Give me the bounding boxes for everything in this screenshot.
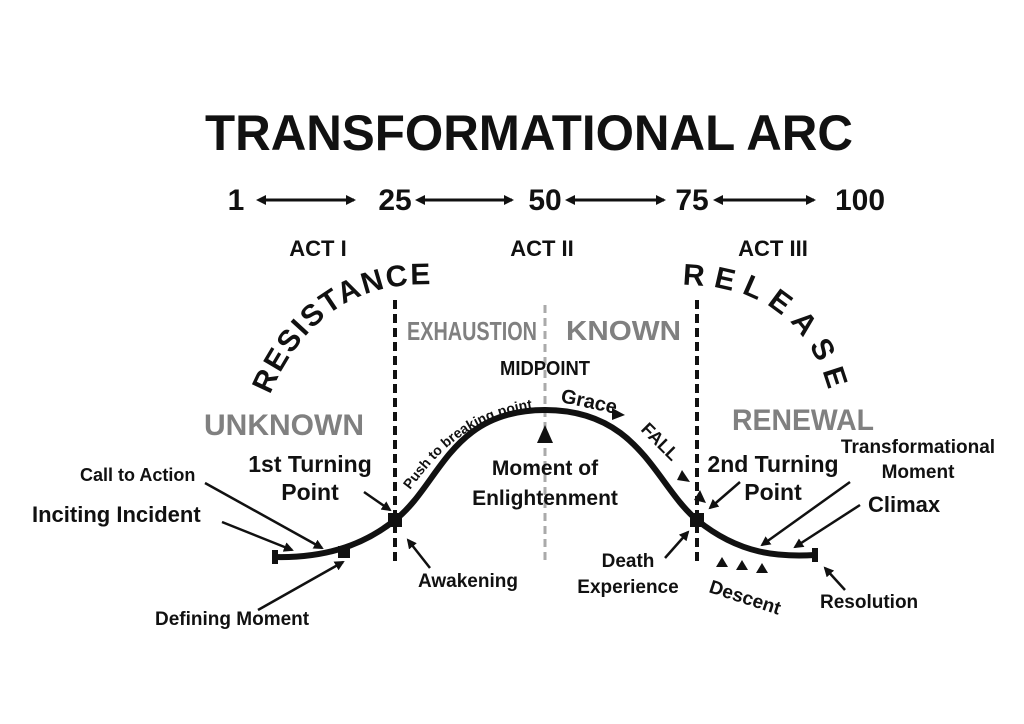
scale-75: 75 [675, 184, 708, 217]
transformational-line1: Transformational [841, 437, 995, 458]
call-to-action-label: Call to Action [80, 465, 195, 485]
scale-100: 100 [835, 184, 885, 217]
tp2-line1: 2nd Turning [707, 451, 838, 477]
act-2: ACT II [510, 236, 574, 261]
act-3: ACT III [738, 236, 808, 261]
tp1-line2: Point [281, 479, 339, 505]
tp2-line2: Point [744, 479, 802, 505]
awakening-label: Awakening [418, 571, 518, 592]
act-1: ACT I [289, 236, 346, 261]
tp1-line1: 1st Turning [248, 451, 372, 477]
zone-unknown: UNKNOWN [204, 409, 364, 442]
transformational-line2: Moment [882, 462, 956, 483]
resolution-label: Resolution [820, 592, 918, 613]
zone-renewal: RENEWAL [732, 404, 874, 437]
descent-label: Descent [706, 577, 783, 620]
scale-25: 25 [378, 184, 411, 217]
zone-exhaustion: EXHAUSTION [407, 316, 537, 346]
moment-line1: Moment of [492, 457, 599, 480]
death-line1: Death [602, 551, 655, 572]
diagram-title: TRANSFORMATIONAL ARC [205, 105, 853, 161]
defining-moment-label: Defining Moment [155, 609, 310, 630]
climax-label: Climax [868, 492, 941, 517]
resistance-label: RESISTANCE [246, 258, 432, 398]
arc-curve [274, 406, 816, 561]
pointer-arrows [204, 480, 861, 612]
scale-50: 50 [528, 184, 561, 217]
midpoint-triangle-icon [537, 425, 553, 443]
moment-line2: Enlightenment [472, 487, 618, 510]
zone-known: KNOWN [566, 315, 681, 346]
midpoint-label: MIDPOINT [500, 358, 590, 380]
inciting-incident-label: Inciting Incident [32, 502, 201, 527]
release-label: RELEASE [682, 259, 856, 401]
death-line2: Experience [577, 577, 678, 598]
scale-1: 1 [228, 184, 245, 217]
percent-scale: 1 25 50 75 100 [228, 184, 885, 217]
curve-markers [272, 408, 818, 573]
